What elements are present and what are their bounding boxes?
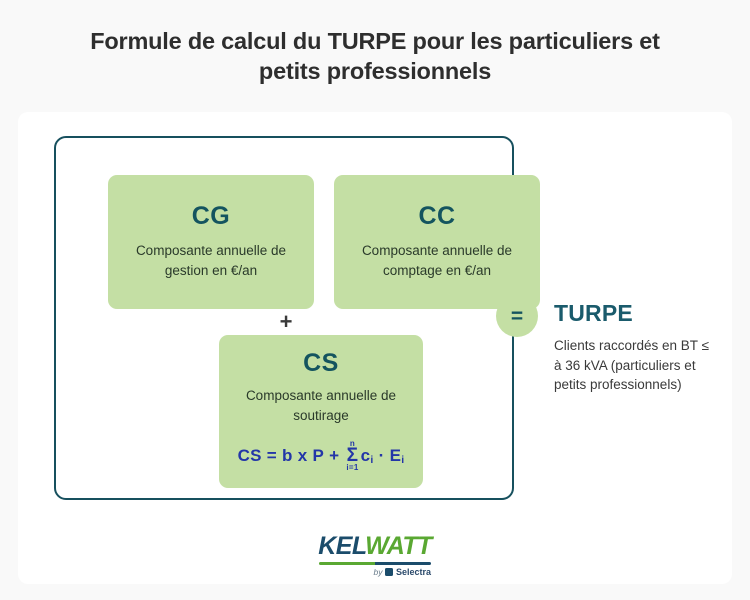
- logo-kel-text: KEL: [318, 532, 366, 560]
- formula-dot: ·: [378, 445, 385, 465]
- formula-term1: b x P: [282, 445, 325, 465]
- result-title: TURPE: [554, 300, 633, 326]
- component-box-cg: CG Composante annuelle de gestion en €/a…: [108, 175, 314, 309]
- formula-equals: =: [266, 445, 278, 465]
- formula-lhs: CS: [237, 445, 262, 465]
- logo-byline: by Selectra: [319, 567, 431, 577]
- formula-frame: CG Composante annuelle de gestion en €/a…: [54, 136, 540, 500]
- plus-operator: +: [279, 309, 293, 334]
- component-code-cc: CC: [418, 201, 456, 230]
- kelwatt-logo: KELWATT by Selectra: [18, 532, 732, 578]
- summation-upper-limit: n: [349, 438, 356, 448]
- component-box-cs: CS Composante annuelle de soutirage CS =…: [219, 335, 423, 488]
- sigma-icon: Σ: [346, 444, 359, 466]
- result-panel: TURPE Clients raccordés en BT ≤ à 36 kVA…: [554, 302, 719, 395]
- summation-lower-limit: i=1: [346, 462, 359, 472]
- component-description-cg: Composante annuelle de gestion en €/an: [135, 242, 287, 278]
- formula-factor1: c: [360, 445, 371, 465]
- component-code-cs: CS: [303, 349, 339, 378]
- page-title: Formule de calcul du TURPE pour les part…: [90, 28, 660, 85]
- logo-watt-text: WATT: [365, 532, 432, 560]
- formula-operator: +: [329, 445, 340, 465]
- formula-factor1-subscript: i: [370, 453, 374, 466]
- logo-wordmark: KELWATT: [318, 532, 432, 560]
- formula-factor2-subscript: i: [401, 453, 405, 466]
- logo-underline: [319, 562, 431, 565]
- component-box-cc: CC Composante annuelle de comptage en €/…: [334, 175, 540, 309]
- formula-factor2: E: [389, 445, 402, 465]
- content-card: CG Composante annuelle de gestion en €/a…: [18, 112, 732, 584]
- result-description: Clients raccordés en BT ≤ à 36 kVA (part…: [554, 338, 709, 393]
- logo-by-label: by: [373, 567, 383, 577]
- logo-brand-name: Selectra: [395, 567, 431, 577]
- selectra-mark-icon: [385, 568, 394, 576]
- component-description-cs: Composante annuelle de soutirage: [245, 388, 397, 423]
- equals-badge: =: [496, 295, 538, 337]
- formula-summation: n Σ i=1: [346, 438, 359, 472]
- component-description-cc: Composante annuelle de comptage en €/an: [361, 242, 513, 278]
- component-code-cg: CG: [191, 201, 231, 230]
